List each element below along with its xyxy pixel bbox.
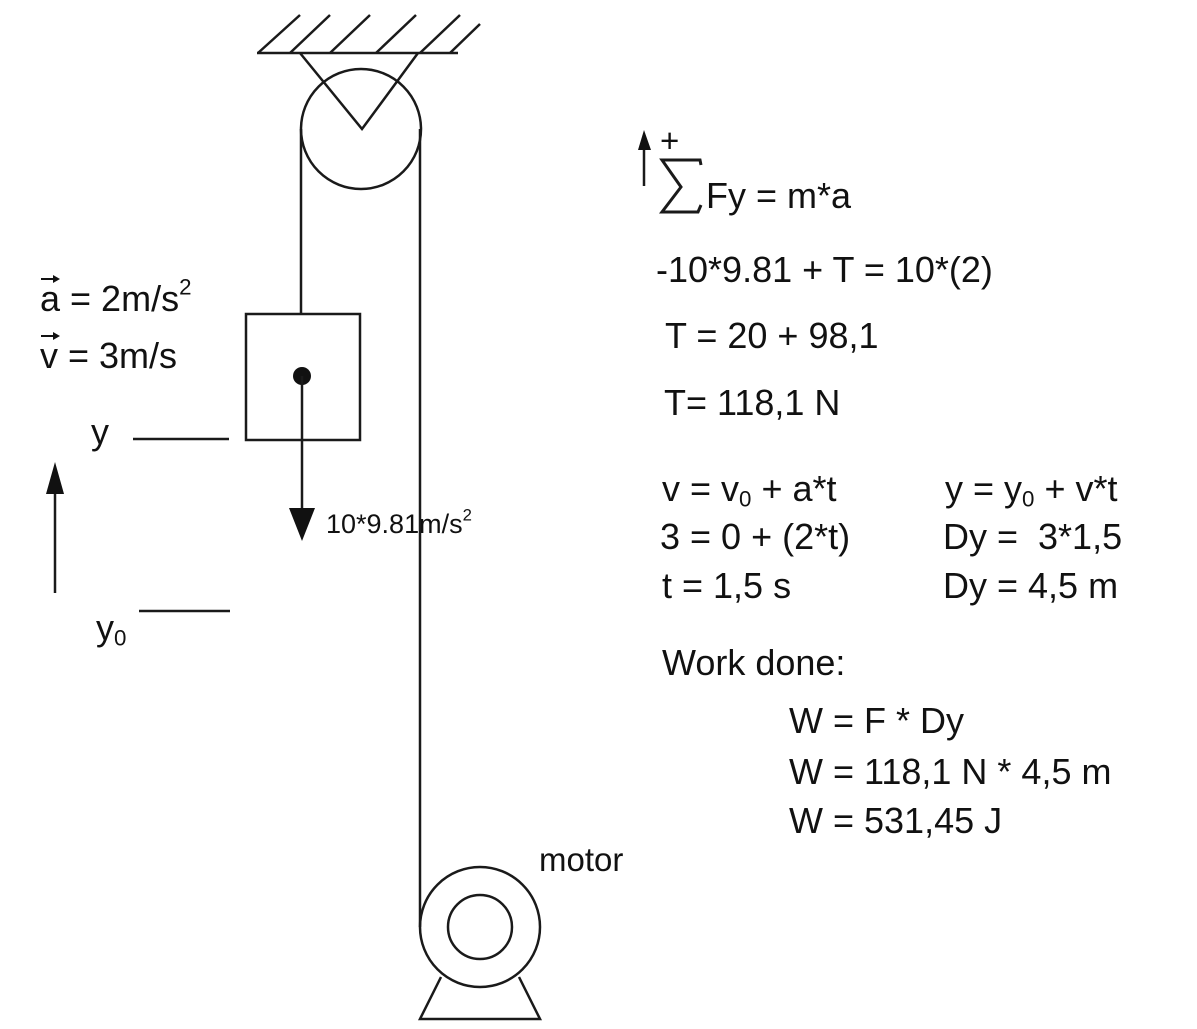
kinematics-line: t = 1,5 s <box>662 565 792 606</box>
work-line: W = 118,1 N * 4,5 m <box>789 751 1112 792</box>
ceiling-hatch <box>289 14 331 54</box>
weight-label: 10*9.81m/s2 <box>326 505 472 539</box>
y0-label: y0 <box>96 607 127 651</box>
work-line: W = 531,45 J <box>789 800 1003 841</box>
tension-step: T = 20 + 98,1 <box>665 315 879 356</box>
velocity-vector-symbol: v <box>40 332 60 374</box>
ceiling-hatch <box>375 14 417 54</box>
kinematics-line: 3 = 0 + (2*t) <box>660 516 851 557</box>
motor-label: motor <box>539 841 624 878</box>
kinematics-line: Dy = 4,5 m <box>943 565 1119 606</box>
motor <box>417 865 543 1021</box>
weight-arrow <box>289 376 315 541</box>
tension-result: T= 118,1 N <box>664 382 841 423</box>
rope <box>299 129 422 927</box>
ceiling-support <box>257 14 481 132</box>
positive-direction-sign: + <box>660 122 680 159</box>
y-label: y <box>91 411 109 452</box>
weight-arrowhead <box>289 508 315 541</box>
ceiling-hatch <box>419 14 461 54</box>
work-line: W = F * Dy <box>789 700 965 741</box>
pulley-bracket <box>299 52 420 132</box>
ceiling-hatch <box>257 14 301 54</box>
kinematics-line: y = y0 + v*t <box>945 468 1118 512</box>
motor-outer-circle <box>418 865 542 989</box>
sum-forces-equation: Fy = m*a <box>706 175 852 216</box>
motor-base <box>417 976 543 1021</box>
sigma-icon <box>658 158 703 214</box>
work-heading: Work done: <box>662 642 846 683</box>
velocity-label: v = 3m/s <box>40 332 177 374</box>
kinematics-line: Dy = 3*1,5 <box>943 516 1123 557</box>
acceleration-vector-symbol: a <box>40 275 60 317</box>
positive-direction-arrow <box>638 130 651 186</box>
ceiling-hatch <box>329 14 371 54</box>
ceiling-hatch <box>449 23 481 54</box>
motion-direction-arrow <box>46 462 64 593</box>
force-substitution: -10*9.81 + T = 10*(2) <box>656 249 993 290</box>
acceleration-label: a = 2m/s2 <box>40 274 192 319</box>
kinematics-line: v = v0 + a*t <box>662 468 837 512</box>
motor-inner-circle <box>446 893 514 961</box>
